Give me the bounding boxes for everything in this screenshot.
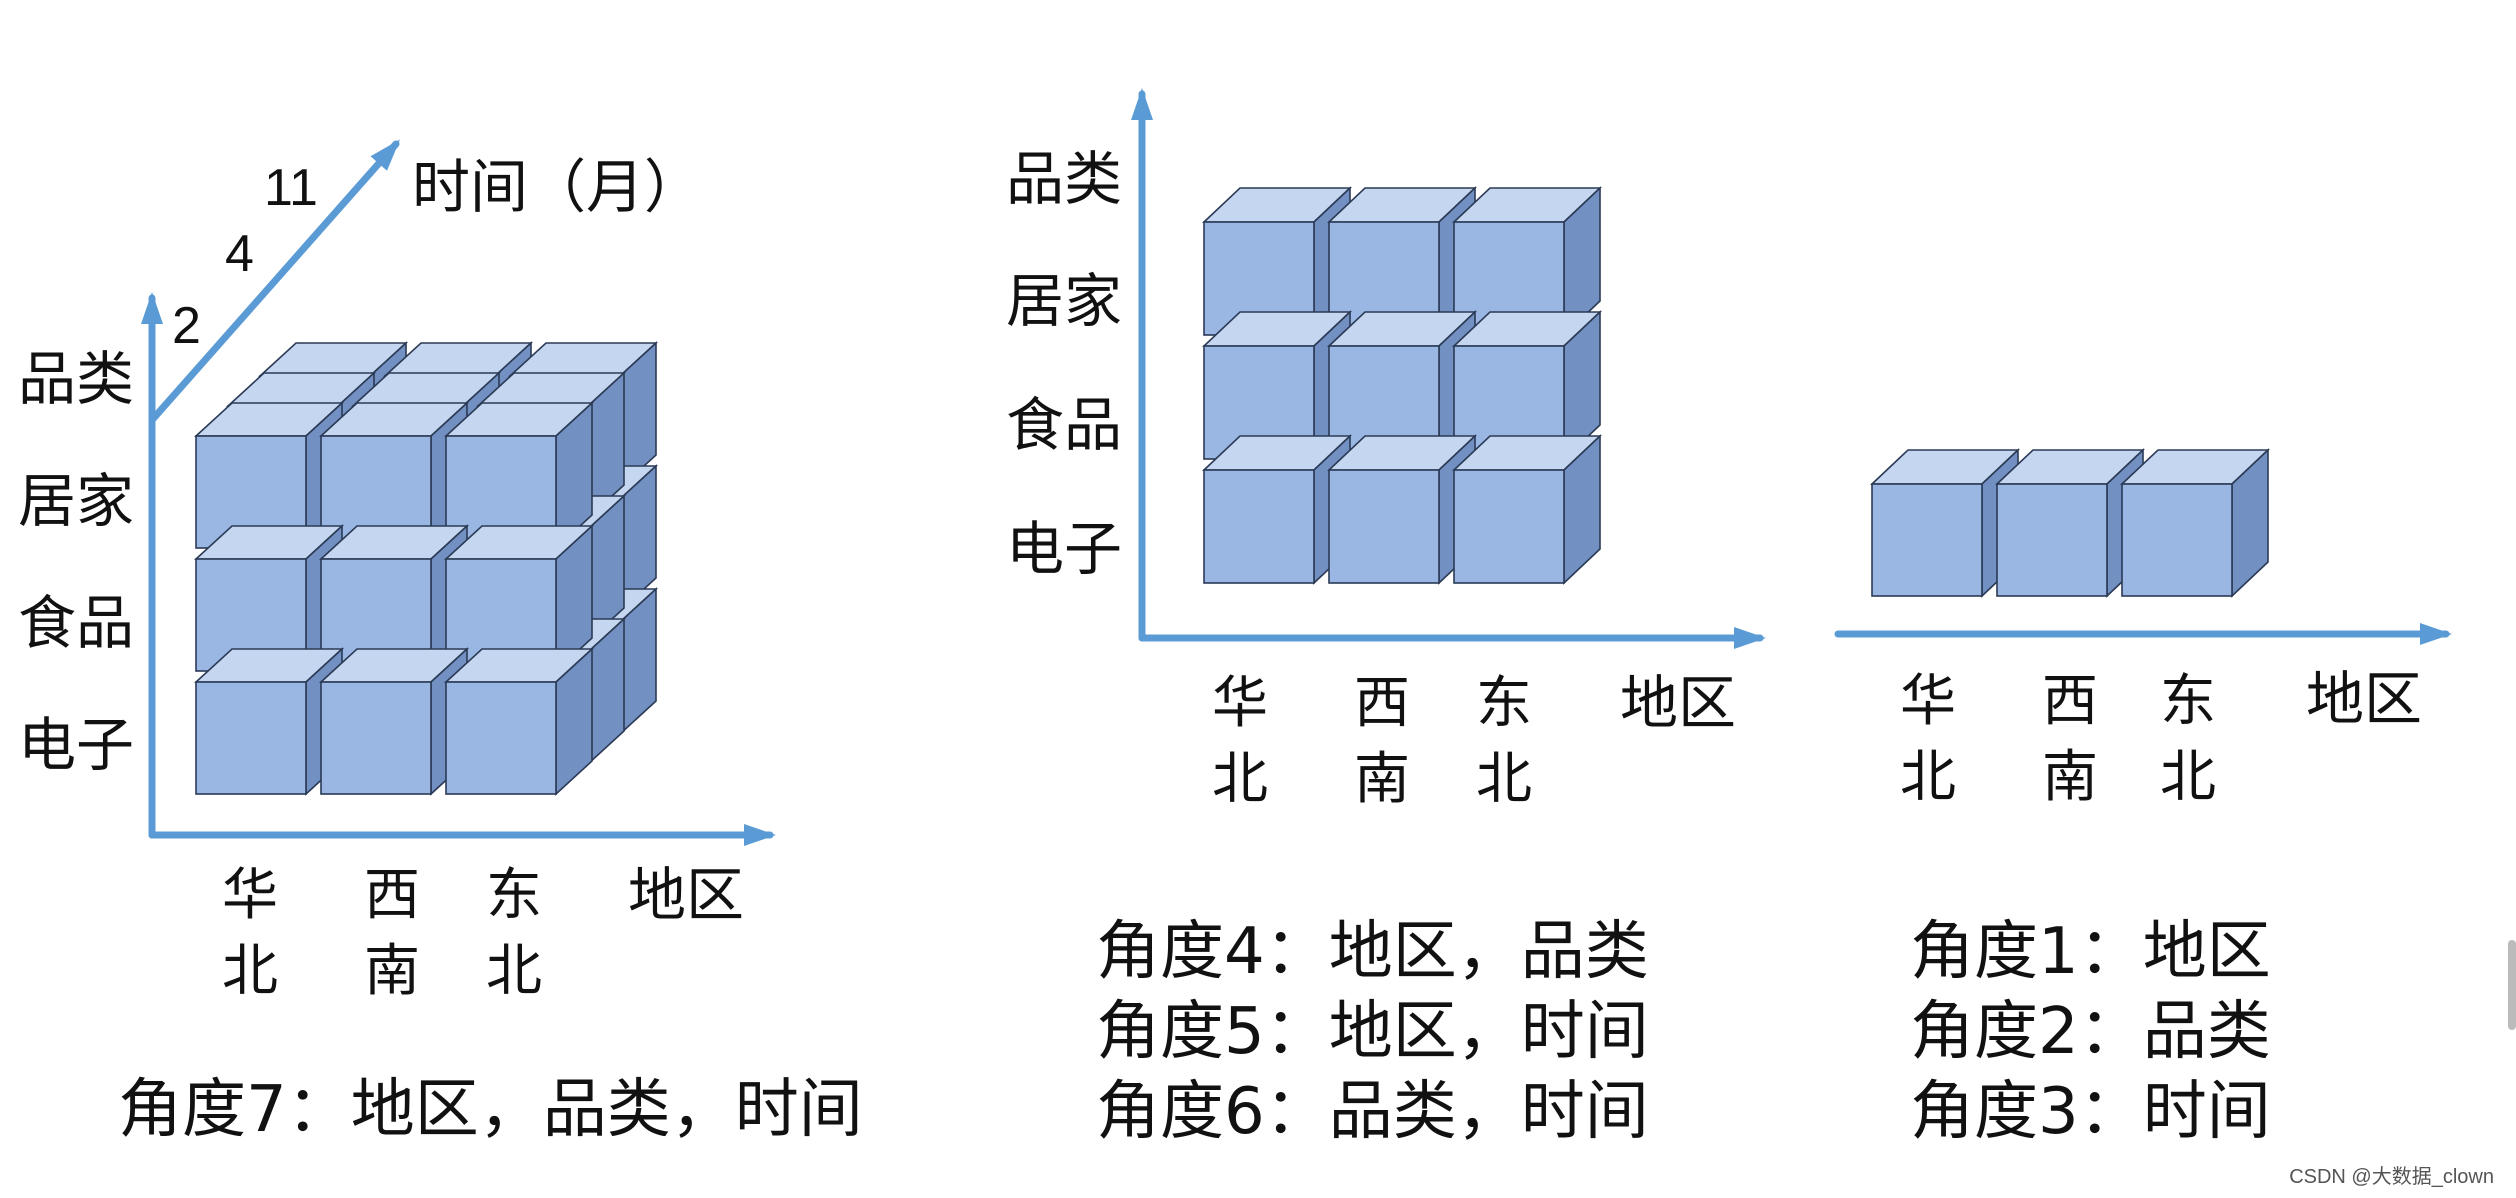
page-edge-scroll-indicator [2508,940,2516,1030]
d1-cube-l0-r2-c2 [443,647,595,796]
d1-x-axis-head [744,824,776,846]
d3-x-label-0: 华 北 [1900,669,1956,810]
d1-z-axis [148,140,400,424]
d3-caption-0: 角度1：地区 [1910,915,2271,989]
d2-y-label-1: 居家 [1006,267,1123,335]
d2-x-label-2: 东 北 [1476,671,1532,812]
d3-cube-c0 [1869,448,2021,598]
d1-x-label-0: 华 北 [222,863,278,1004]
d1-y-label-1: 居家 [18,467,135,535]
d3-x-axis-head [2420,623,2452,645]
d2-cube-r2-c2 [1451,434,1603,585]
d3-cube-c1 [1994,448,2146,598]
d1-x-label-1: 西 南 [364,863,420,1004]
d2-cube-r2-c0 [1201,434,1353,585]
watermark: CSDN @大数据_clown [2289,1166,2494,1188]
d3-captions: 角度1：地区 角度2：品类 角度3：时间 [1910,912,2271,1152]
d2-x-label-0: 华 北 [1212,671,1268,812]
d1-z-tick-1: 4 [225,225,254,283]
d2-x-axis-head [1734,627,1766,649]
d1-x-label-2: 东 北 [486,863,542,1004]
d2-x-label-1: 西 南 [1354,671,1410,812]
d1-z-axis-label: 时间（月） [412,153,703,221]
d3-caption-2: 角度3：时间 [1910,1075,2271,1149]
d1-y-axis-head [141,292,163,324]
d1-cube-l0-r2-c1 [318,647,470,796]
d3-caption-1: 角度2：品类 [1910,995,2271,1069]
d1-caption: 角度7：地区，品类，时间 [118,1073,863,1147]
d1-y-label-2: 食品 [18,589,135,657]
d3-x-axis-label: 地区 [2306,665,2423,733]
d3-cube-c2 [2119,448,2271,598]
d1-z-axis-head [370,139,400,171]
d2-caption-0: 角度4：地区，品类 [1096,915,1649,989]
d2-cube-r2-c1 [1326,434,1478,585]
d1-z-tick-2: 2 [172,297,201,355]
d2-caption-1: 角度5：地区，时间 [1096,995,1649,1069]
d3-x-label-1: 西 南 [2042,669,2098,810]
d2-y-label-0: 品类 [1006,145,1123,213]
d2-y-label-2: 食品 [1006,391,1123,459]
d1-y-label-0: 品类 [18,345,135,413]
d2-y-axis-head [1131,88,1153,120]
d1-x-axis-label: 地区 [628,861,745,929]
d2-captions: 角度4：地区，品类 角度5：地区，时间 角度6：品类，时间 [1096,912,1649,1152]
d2-x-axis-label: 地区 [1620,669,1737,737]
d3-x-label-2: 东 北 [2160,669,2216,810]
d2-caption-2: 角度6：品类，时间 [1096,1075,1649,1149]
d1-z-tick-0: 11 [264,159,318,217]
d1-y-label-3: 电子 [18,711,135,779]
d2-y-label-3: 电子 [1006,515,1123,583]
d1-cube-l0-r2-c0 [193,647,345,796]
